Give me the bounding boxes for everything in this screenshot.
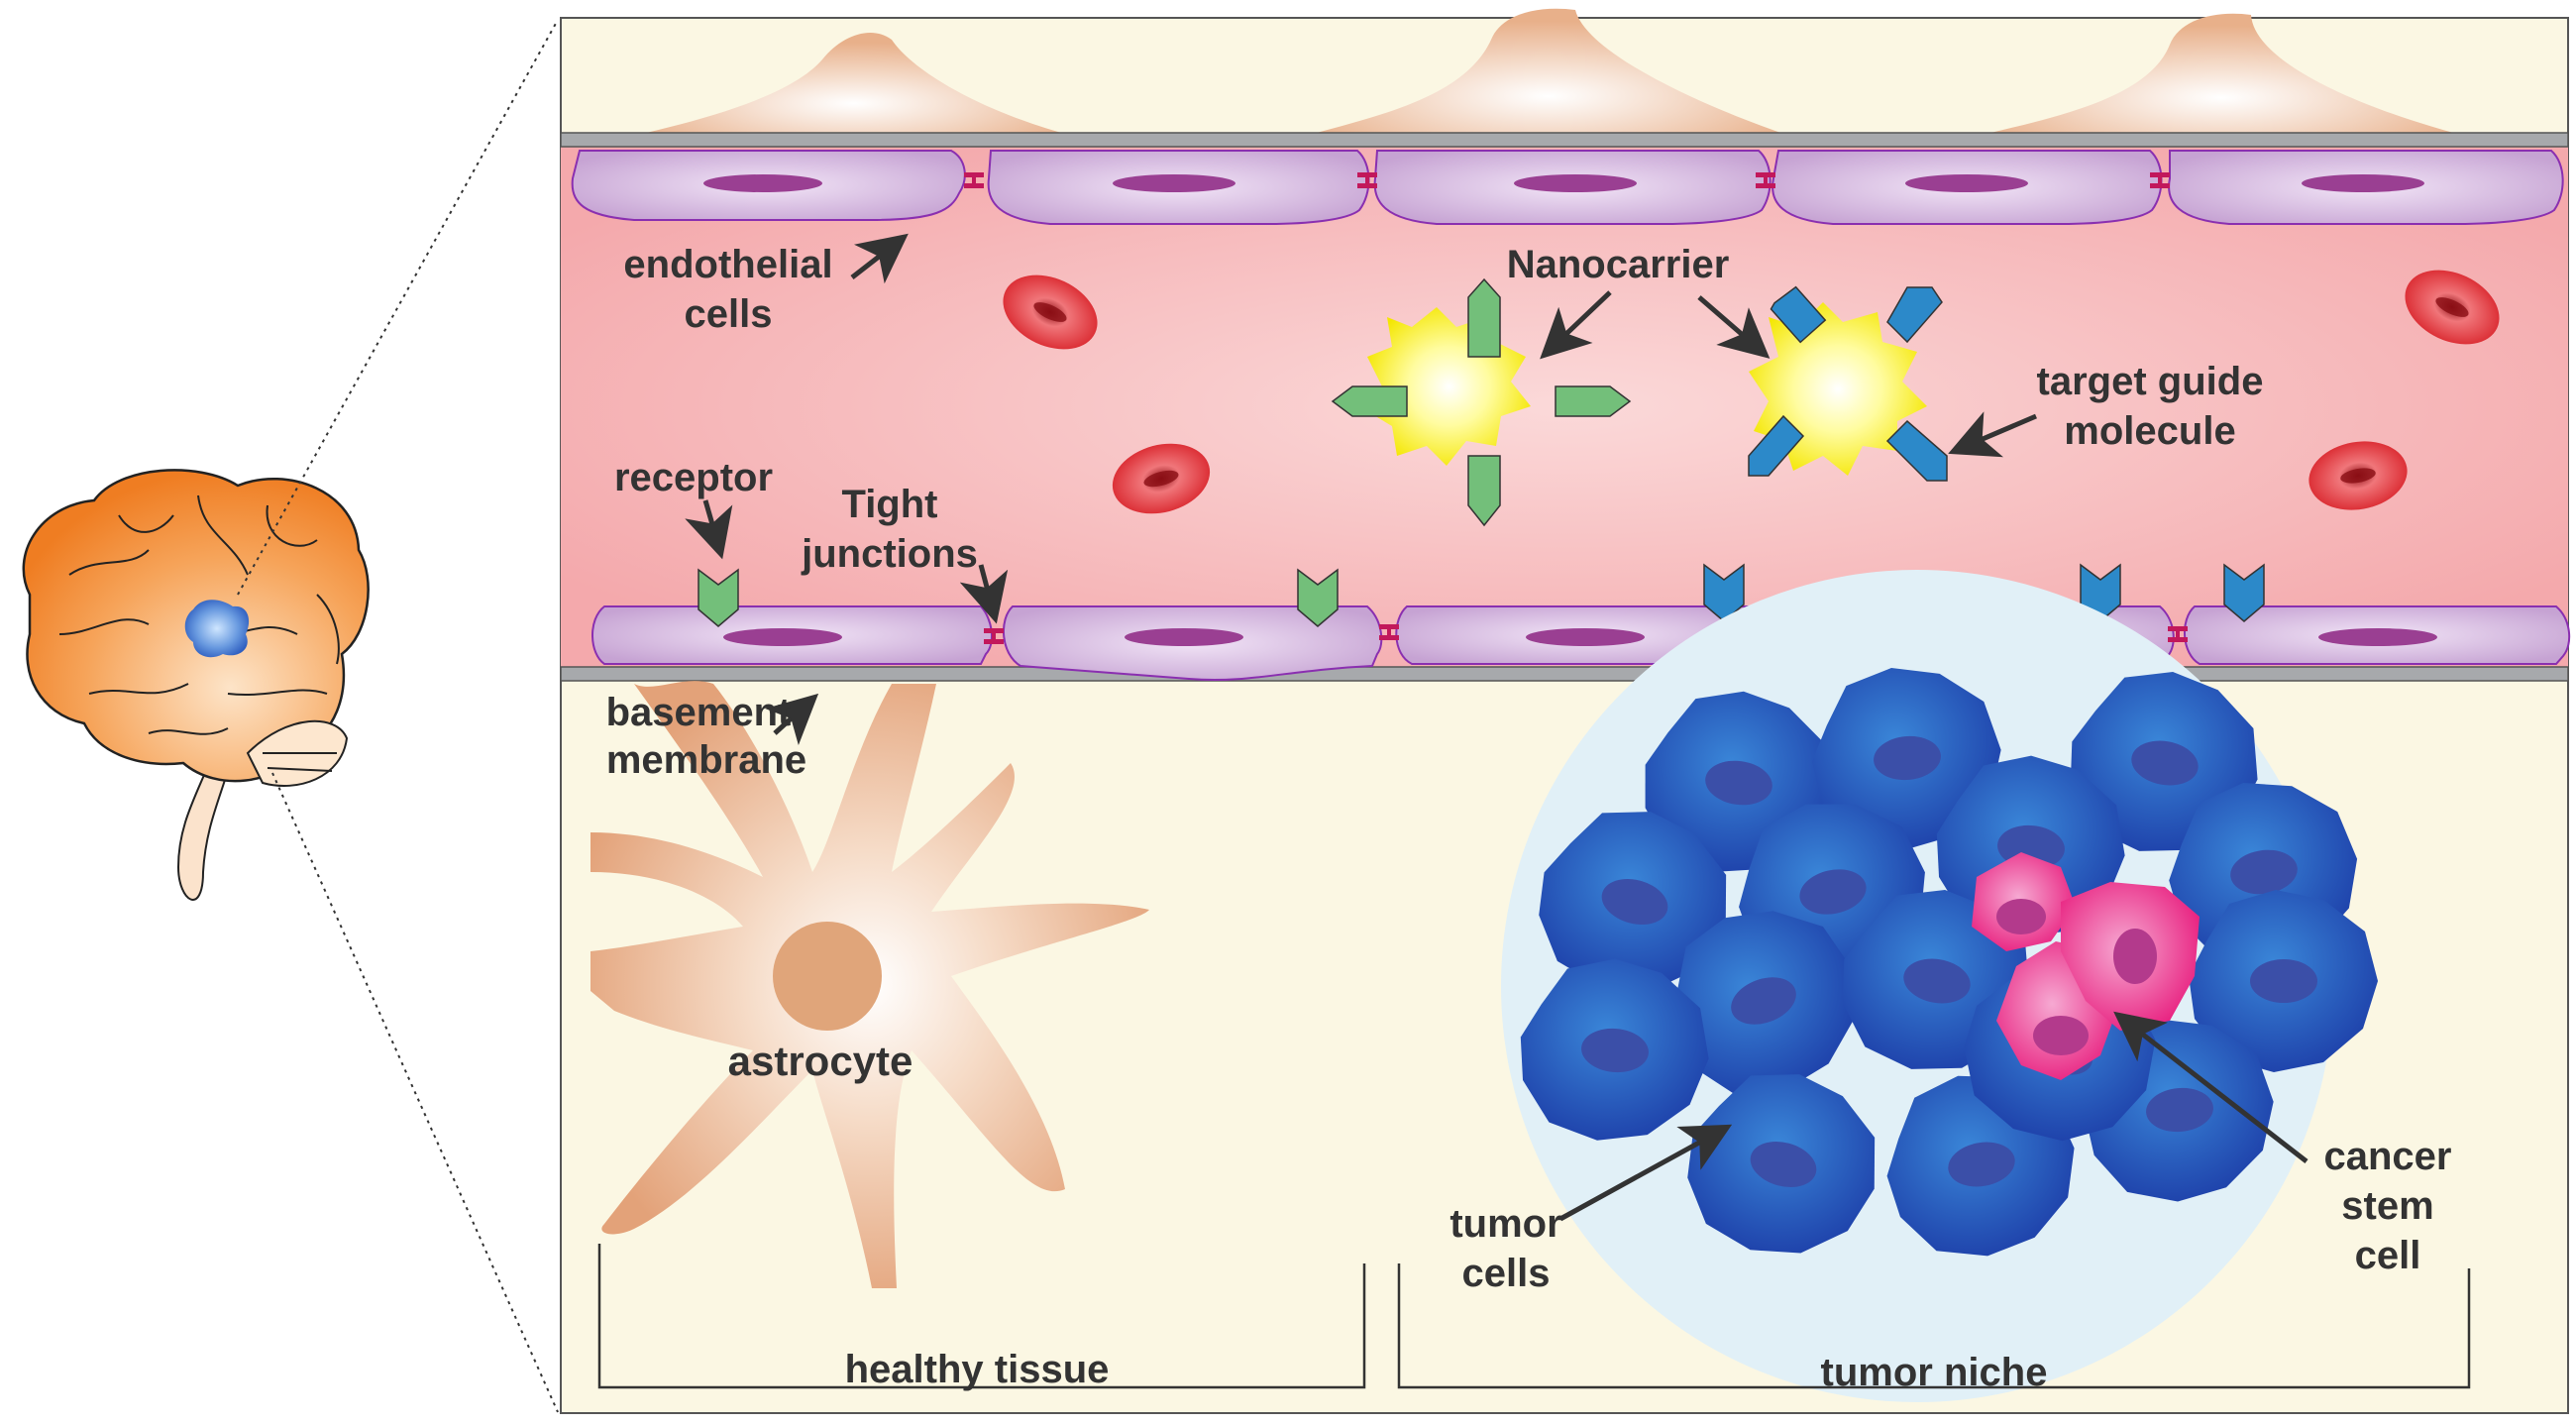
label-basement-1: basement: [606, 691, 792, 734]
label-target-guide-1: target guide: [2037, 360, 2264, 403]
label-tumor-cells-2: cells: [1462, 1252, 1551, 1295]
astrocyte-nucleus: [773, 922, 882, 1031]
brain-illustration: [22, 469, 370, 901]
label-cancer-1: cancer: [2324, 1135, 2452, 1178]
label-tumor-cells-1: tumor: [1449, 1202, 1561, 1246]
label-endothelial-2: cells: [685, 292, 773, 336]
receptors: [698, 563, 2265, 627]
brain-tumor-spot: [184, 600, 250, 658]
region-brackets: [597, 1244, 2471, 1389]
label-tumor-niche: tumor niche: [1821, 1351, 2048, 1394]
label-astrocyte: astrocyte: [728, 1038, 913, 1084]
label-healthy-tissue: healthy tissue: [845, 1348, 1110, 1391]
label-arrows: [685, 233, 2308, 1222]
label-nanocarrier: Nanocarrier: [1507, 243, 1730, 286]
label-target-guide-2: molecule: [2064, 409, 2235, 453]
label-receptor: receptor: [614, 456, 773, 499]
label-endothelial-1: endothelial: [623, 243, 832, 286]
label-cancer-3: cell: [2355, 1234, 2421, 1277]
astrocyte-cell: [590, 681, 1149, 1288]
cancer-stem-cells: [1972, 852, 2200, 1080]
pericytes: [642, 8, 2457, 134]
label-basement-2: membrane: [606, 738, 806, 782]
basement-membrane-bottom: [560, 666, 2569, 682]
endothelial-nuclei-top: [703, 174, 2424, 192]
label-tight-junctions-2: junctions: [801, 532, 978, 576]
basement-membrane-top: [560, 132, 2569, 148]
text-labels: endothelial cells Nanocarrier target gui…: [606, 243, 2452, 1394]
label-cancer-2: stem: [2341, 1184, 2433, 1228]
label-tight-junctions-1: Tight: [841, 483, 937, 526]
tumor-mass: [1501, 570, 2378, 1402]
nanocarrier-blue: [1748, 285, 1948, 482]
nanocarrier-green: [1331, 277, 1632, 527]
zoom-lines: [237, 19, 559, 1413]
